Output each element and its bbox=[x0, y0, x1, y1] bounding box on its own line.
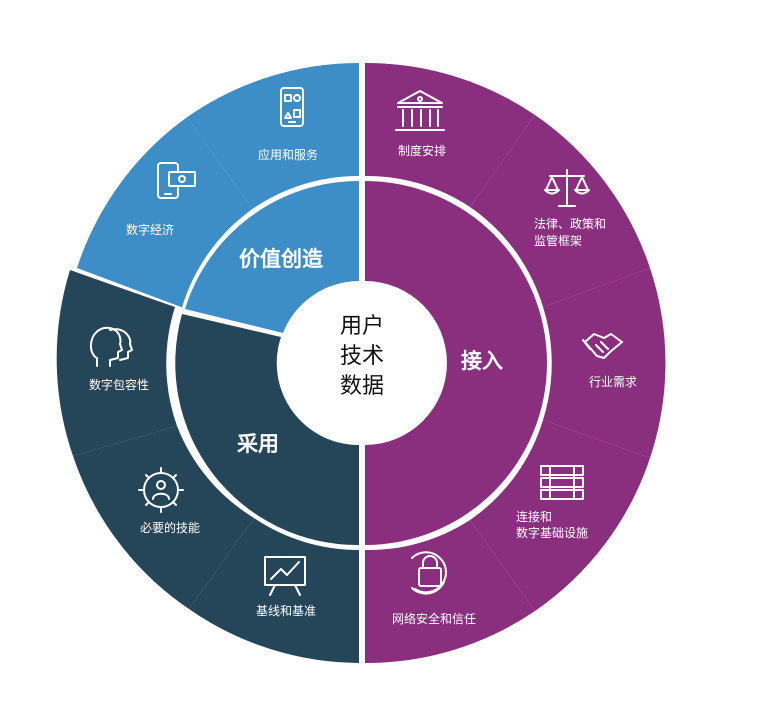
center-label-line-1: 用户 bbox=[340, 314, 384, 339]
segment-label-connectivity-line-1: 连接和 bbox=[516, 509, 552, 524]
center-label-line-3: 数据 bbox=[340, 374, 384, 399]
segment-required-skills[interactable] bbox=[73, 426, 254, 609]
segment-apps-services[interactable] bbox=[187, 63, 359, 209]
segment-digital-inclusion[interactable] bbox=[56, 270, 178, 456]
segment-cybersecurity-trust[interactable] bbox=[365, 520, 535, 664]
segment-connectivity-infrastructure[interactable] bbox=[470, 420, 650, 611]
scales-icon bbox=[544, 169, 590, 207]
segment-label-industry-demand: 行业需求 bbox=[589, 375, 637, 389]
handshake-icon bbox=[582, 333, 623, 359]
segment-label-legal-policy-line-1: 法律、政策和 bbox=[534, 217, 606, 231]
center-circle bbox=[282, 283, 442, 443]
ring-label-value-creation: 价值创造 bbox=[239, 247, 324, 271]
chart-board-icon bbox=[264, 556, 306, 596]
segment-label-digital-inclusion: 数字包容性 bbox=[89, 377, 149, 392]
mobile-app-icon bbox=[280, 87, 304, 127]
institution-building-icon bbox=[395, 90, 445, 131]
segment-label-digital-economy: 数字经济 bbox=[126, 222, 174, 237]
segment-label-connectivity-line-2: 数字基础设施 bbox=[516, 525, 588, 540]
inner-ring-value-creation[interactable] bbox=[185, 180, 359, 333]
inner-ring-adoption[interactable] bbox=[175, 314, 359, 546]
ring-label-access: 接入 bbox=[461, 349, 503, 373]
segment-label-required-skills: 必要的技能 bbox=[140, 520, 200, 535]
segment-legal-policy-framework[interactable] bbox=[470, 115, 650, 307]
segment-label-cybersecurity-trust: 网络安全和信任 bbox=[392, 611, 476, 626]
ring-label-adoption: 采用 bbox=[237, 432, 279, 456]
segment-baselines-benchmarks[interactable] bbox=[189, 518, 359, 663]
segment-label-legal-policy-line-2: 监管框架 bbox=[534, 233, 582, 248]
mobile-payment-icon bbox=[157, 162, 196, 199]
server-icon bbox=[540, 465, 584, 500]
segment-label-institutional-arrangements: 制度安排 bbox=[398, 143, 446, 158]
segment-label-baselines-benchmarks: 基线和基准 bbox=[256, 604, 316, 618]
center-label-line-2: 技术 bbox=[340, 344, 384, 369]
segment-institutional-arrangements[interactable] bbox=[365, 62, 535, 207]
segment-industry-demand[interactable] bbox=[543, 268, 666, 458]
segment-label-apps-services: 应用和服务 bbox=[258, 147, 318, 162]
lock-icon bbox=[411, 551, 447, 595]
people-heads-icon bbox=[90, 326, 133, 367]
gear-person-icon bbox=[138, 467, 184, 513]
segment-digital-economy[interactable] bbox=[77, 117, 253, 308]
inner-ring-access[interactable] bbox=[365, 181, 547, 545]
